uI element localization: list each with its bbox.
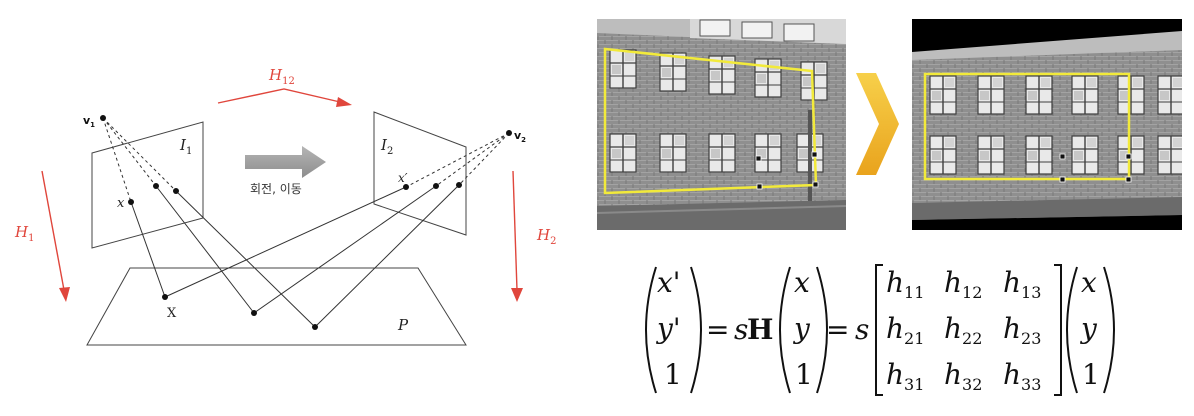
matrix-entry-h11: h11 [886, 266, 924, 302]
point-image2-label: x′ [398, 171, 408, 185]
matrix-entry-h32: h32 [944, 358, 982, 394]
scale-symbol-1: s [734, 313, 748, 346]
h1-label: H1 [14, 223, 34, 244]
lhs-entry-2: y' [655, 312, 681, 345]
matrix-right-bracket [1054, 264, 1062, 396]
equals-sign-2: = [826, 313, 849, 346]
matrix-entry-h22: h22 [944, 312, 982, 348]
h1-arrow [41, 170, 65, 291]
h1-arrowhead-icon [59, 287, 70, 302]
mid-right-paren [816, 266, 828, 394]
original-building-photo [597, 19, 846, 230]
rhs-left-paren [1066, 266, 1078, 394]
motion-label: 회전, 이동 [250, 182, 302, 196]
h2-arrow [512, 170, 518, 291]
mid-left-paren [779, 266, 791, 394]
mid-entry-1: x [794, 266, 810, 299]
lhs-left-paren [645, 266, 657, 394]
rhs-entry-2: y [1079, 312, 1098, 345]
ground-plane [86, 267, 467, 346]
h12-arrowhead-icon [336, 97, 352, 107]
h-matrix-entries: h11 h12 h13 h21 h22 h23 h31 h32 h33 [886, 266, 1041, 394]
lhs-entry-1: x' [657, 266, 681, 299]
h2-label: H2 [536, 226, 556, 247]
camera1-rays [102, 117, 316, 328]
camera1-label: v1 [83, 114, 95, 129]
h2-arrowhead-icon [511, 288, 523, 302]
mid-entry-2: y [792, 312, 811, 345]
image2-label: I2 [380, 136, 393, 157]
matrix-left-bracket [875, 264, 883, 396]
projection-points [100, 115, 512, 330]
lhs-right-paren [690, 266, 702, 394]
matrix-entry-h13: h13 [1003, 266, 1041, 302]
rhs-entry-3: 1 [1082, 358, 1100, 391]
lhs-entry-3: 1 [664, 358, 682, 391]
motion-arrow-icon [245, 146, 326, 178]
diagram-labels: v1 v2 I1 I2 x x′ X P 회전, 이동 H12 H1 H2 [14, 66, 556, 334]
equals-sign-1: = [706, 313, 729, 346]
projection-diagram [41, 88, 523, 346]
matrix-entry-h33: h33 [1003, 358, 1041, 394]
scale-symbol-2: s [855, 313, 869, 346]
camera2-rays [164, 132, 510, 328]
image-plane-1 [91, 121, 204, 249]
transform-arrow-icon [856, 73, 899, 175]
mid-entry-3: 1 [795, 358, 813, 391]
rhs-entry-1: x [1081, 266, 1097, 299]
matrix-entry-h23: h23 [1003, 312, 1041, 348]
rectified-quad [923, 72, 1131, 181]
plane-label: P [397, 316, 409, 334]
rectified-building-photo [912, 19, 1182, 230]
h12-arrow [217, 88, 341, 104]
image1-label: I1 [179, 136, 192, 157]
world-point-label: X [167, 306, 177, 321]
image-plane-2 [373, 111, 467, 236]
matrix-entry-h31: h31 [886, 358, 924, 394]
h12-label: H12 [268, 66, 295, 87]
matrix-symbol: H [747, 313, 773, 346]
matrix-entry-h12: h12 [944, 266, 982, 302]
rhs-right-paren [1103, 266, 1115, 394]
matrix-entry-h21: h21 [886, 312, 924, 348]
camera2-label: v2 [514, 129, 526, 144]
point-image1-label: x [117, 196, 125, 211]
